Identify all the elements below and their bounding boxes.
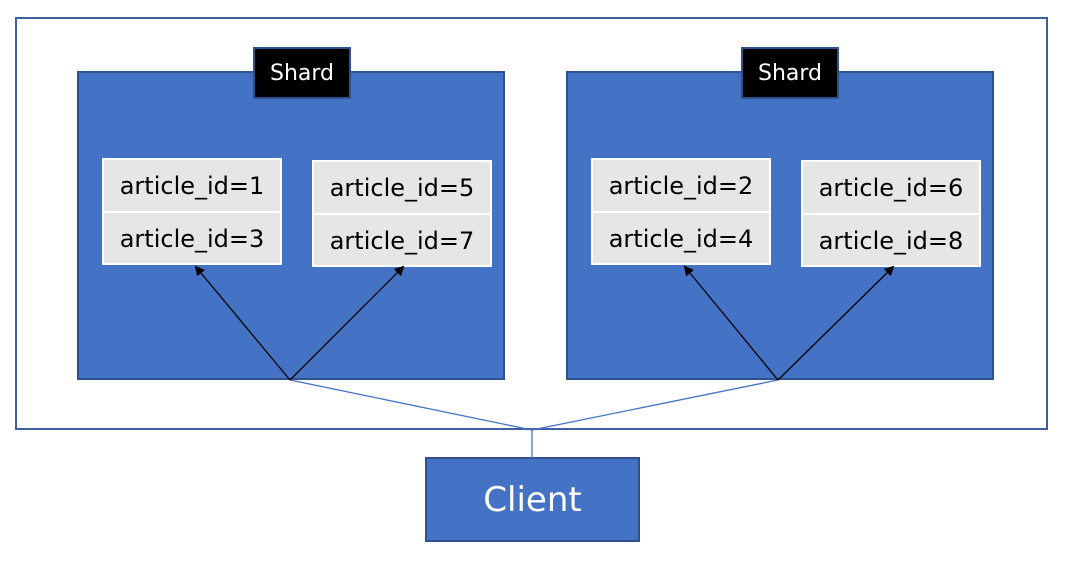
article-table-2: article_id=5 article_id=7: [312, 160, 492, 267]
article-row: article_id=4: [593, 211, 769, 264]
article-row: article_id=7: [314, 213, 490, 266]
article-row: article_id=8: [803, 213, 979, 266]
article-row: article_id=5: [329, 173, 475, 202]
article-row: article_id=3: [104, 211, 280, 264]
shard-label-right: Shard: [741, 47, 839, 99]
article-table-3: article_id=2 article_id=4: [591, 158, 771, 265]
article-table-4: article_id=6 article_id=8: [801, 160, 981, 267]
article-row: article_id=1: [119, 171, 265, 200]
article-row: article_id=2: [608, 171, 754, 200]
article-table-1: article_id=1 article_id=3: [102, 158, 282, 265]
article-row: article_id=6: [818, 173, 964, 202]
shard-label-left: Shard: [253, 47, 351, 99]
client-box: Client: [425, 457, 640, 542]
